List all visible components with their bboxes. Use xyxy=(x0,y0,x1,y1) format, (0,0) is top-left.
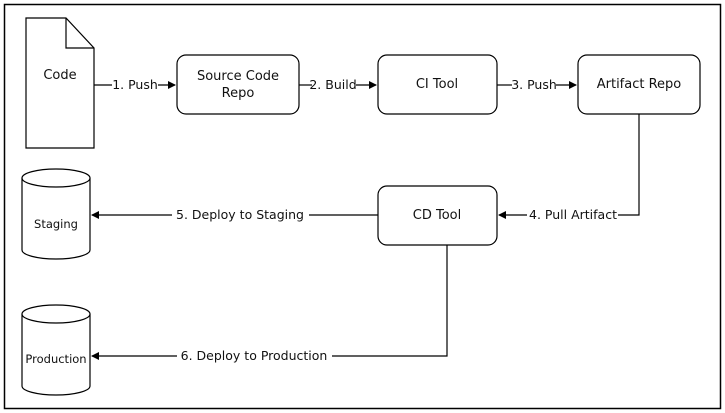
edge-build: 2. Build xyxy=(299,77,377,92)
edge-label-push-1: 1. Push xyxy=(112,77,158,92)
edge-label-deploy-production: 6. Deploy to Production xyxy=(181,348,328,363)
production-label: Production xyxy=(25,352,86,366)
edge-pull-artifact: 4. Pull Artifact xyxy=(498,114,640,222)
artifact-repo-node: Artifact Repo xyxy=(577,54,701,115)
staging-node: Staging xyxy=(21,168,91,260)
ci-tool-label: CI Tool xyxy=(416,77,458,92)
edge-label-pull-artifact: 4. Pull Artifact xyxy=(529,207,617,222)
cd-tool-node: CD Tool xyxy=(377,185,498,246)
source-code-repo-label-line2: Repo xyxy=(222,86,255,101)
staging-label: Staging xyxy=(34,217,78,231)
edge-push-1: 1. Push xyxy=(94,77,176,92)
production-node: Production xyxy=(21,304,91,396)
code-node: Code xyxy=(25,17,95,149)
edge-deploy-production: 6. Deploy to Production xyxy=(91,245,448,363)
edge-label-push-3: 3. Push xyxy=(511,77,557,92)
edge-label-deploy-staging: 5. Deploy to Staging xyxy=(176,207,304,222)
code-label: Code xyxy=(43,68,76,83)
edge-push-3: 3. Push xyxy=(497,77,577,92)
edge-deploy-staging: 5. Deploy to Staging xyxy=(91,207,378,222)
cd-tool-label: CD Tool xyxy=(413,208,461,223)
source-code-repo-label-line1: Source Code xyxy=(197,69,279,84)
ci-tool-node: CI Tool xyxy=(377,54,498,115)
artifact-repo-label: Artifact Repo xyxy=(597,77,682,92)
source-code-repo-node: Source Code Repo xyxy=(176,54,300,115)
edge-label-build: 2. Build xyxy=(309,77,356,92)
